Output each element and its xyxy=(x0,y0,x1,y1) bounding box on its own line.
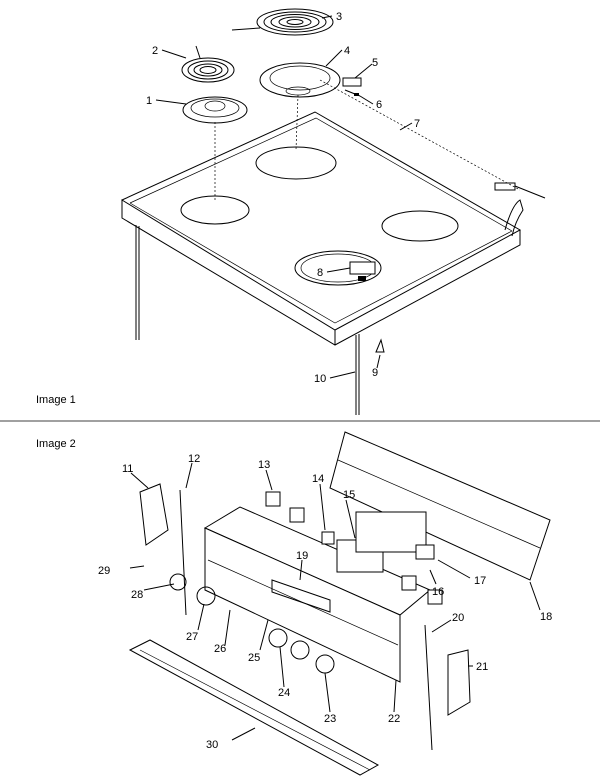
callout-16: 16 xyxy=(432,586,444,598)
callout-5: 5 xyxy=(372,57,378,69)
callout-3: 3 xyxy=(336,11,342,23)
coil-element-small xyxy=(181,45,235,83)
callout-1: 1 xyxy=(146,95,152,107)
leader-lines-image-2 xyxy=(129,462,541,741)
coil-element-large xyxy=(231,8,334,36)
callout-24: 24 xyxy=(278,687,290,699)
display-window xyxy=(271,579,331,613)
callout-4: 4 xyxy=(344,45,350,57)
callout-2: 2 xyxy=(152,45,158,57)
burner-openings xyxy=(180,146,459,286)
callouts-image-1: 1 2 3 4 5 6 7 8 9 10 xyxy=(146,11,420,385)
drip-pan-small xyxy=(182,96,248,124)
callout-28: 28 xyxy=(131,589,143,601)
callout-14: 14 xyxy=(312,473,324,485)
image-2-control-panel: 11 12 13 14 15 16 17 18 19 20 21 22 23 2… xyxy=(36,431,552,776)
callout-30: 30 xyxy=(206,739,218,751)
image-1-title: Image 1 xyxy=(36,394,76,406)
clip xyxy=(375,338,385,353)
callout-18: 18 xyxy=(540,611,552,623)
infinite-switches xyxy=(265,491,443,605)
callout-12: 12 xyxy=(188,453,200,465)
image-1-cooktop: 1 2 3 4 5 6 7 8 9 10 Image 1 xyxy=(36,8,546,415)
callout-29: 29 xyxy=(98,565,110,577)
callout-23: 23 xyxy=(324,713,336,725)
callout-6: 6 xyxy=(376,99,382,111)
callout-21: 21 xyxy=(476,661,488,673)
callout-19: 19 xyxy=(296,550,308,562)
rear-terminal-block xyxy=(494,182,546,199)
callout-9: 9 xyxy=(372,367,378,379)
callout-25: 25 xyxy=(248,652,260,664)
callout-26: 26 xyxy=(214,643,226,655)
drip-pan-large xyxy=(259,62,341,98)
callout-13: 13 xyxy=(258,459,270,471)
alignment-lines xyxy=(214,79,521,200)
callout-10: 10 xyxy=(314,373,326,385)
callout-22: 22 xyxy=(388,713,400,725)
callout-8: 8 xyxy=(317,267,323,279)
front-trim-strip xyxy=(128,639,380,776)
callout-17: 17 xyxy=(474,575,486,587)
cooktop-top xyxy=(120,111,524,415)
element-receptacle xyxy=(349,261,376,281)
callouts-image-2: 11 12 13 14 15 16 17 18 19 20 21 22 23 2… xyxy=(98,453,552,751)
callout-11: 11 xyxy=(122,463,133,475)
callout-20: 20 xyxy=(452,612,464,624)
callout-7: 7 xyxy=(414,118,420,130)
control-panel xyxy=(203,506,431,683)
clock-timer xyxy=(321,511,435,573)
image-2-title: Image 2 xyxy=(36,438,76,450)
backguard xyxy=(329,431,551,581)
leader-lines-image-1 xyxy=(155,15,413,379)
callout-15: 15 xyxy=(343,489,355,501)
end-caps xyxy=(139,483,471,751)
callout-27: 27 xyxy=(186,631,198,643)
receptacle-bracket xyxy=(342,77,362,97)
